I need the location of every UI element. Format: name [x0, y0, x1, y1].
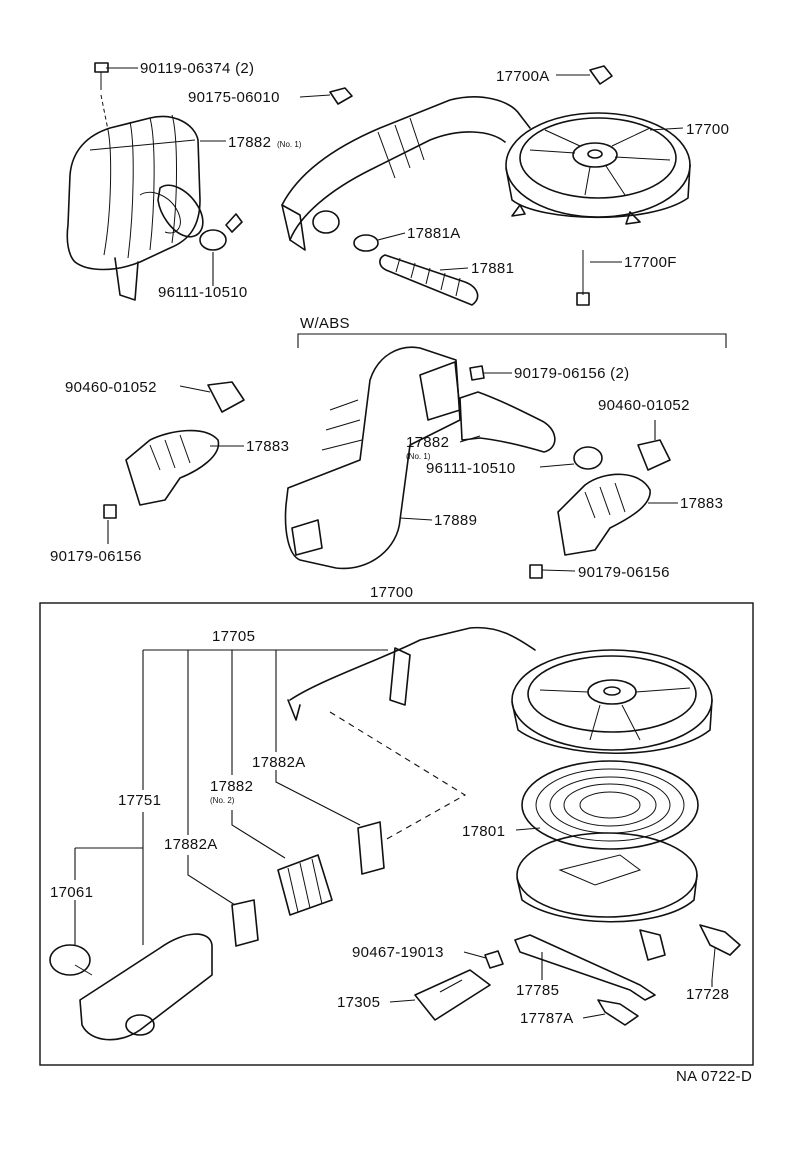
label-17882-no2: 17882 — [210, 778, 253, 795]
label-17881: 17881 — [471, 260, 514, 277]
label-17785: 17785 — [516, 982, 559, 999]
diagram-code: NA 0722-D — [676, 1068, 752, 1085]
resonator-drawing — [66, 114, 204, 301]
hose-17881 — [379, 254, 479, 306]
part-labels: 90119-06374 (2) 90175-06010 17882 (No. 1… — [50, 60, 752, 1085]
case-lower-drawing — [516, 832, 698, 961]
label-17882-abs: 17882 — [406, 434, 449, 451]
label-no1-top: (No. 1) — [277, 140, 302, 149]
bolt-90119 — [94, 62, 109, 131]
label-17751: 17751 — [118, 792, 161, 809]
label-90460-01052-left: 90460-01052 — [65, 379, 157, 396]
label-96111-10510-top: 96111-10510 — [158, 284, 248, 301]
abs-bracket — [297, 333, 727, 348]
clamp-17700A — [589, 65, 613, 85]
label-90460-01052-right: 90460-01052 — [598, 397, 690, 414]
label-17705: 17705 — [212, 628, 255, 645]
boot-17882-no2 — [277, 854, 333, 916]
label-90119-06374: 90119-06374 (2) — [140, 60, 254, 77]
assembly-box — [39, 602, 754, 1066]
label-17305: 17305 — [337, 994, 380, 1011]
label-90179-06156-x2: 90179-06156 (2) — [514, 365, 629, 382]
label-17787A: 17787A — [520, 1010, 574, 1027]
label-17882A-lower: 17882A — [164, 836, 218, 853]
clamp-96111-abs — [573, 446, 603, 470]
duct-17883-left — [103, 381, 245, 519]
label-90179-06156-left: 90179-06156 — [50, 548, 142, 565]
label-17700-top: 17700 — [686, 121, 729, 138]
hose-clamp-96111-top — [199, 213, 243, 251]
label-17728: 17728 — [686, 986, 729, 1003]
clip-90175 — [329, 87, 353, 105]
sensor-17305 — [414, 969, 491, 1021]
label-96111-10510-abs: 96111-10510 — [426, 460, 516, 477]
label-no1-abs: (No. 1) — [406, 452, 431, 461]
label-17801: 17801 — [462, 823, 505, 840]
label-17883-right: 17883 — [680, 495, 723, 512]
label-17700F: 17700F — [624, 254, 677, 271]
gasket-17882A-lower — [231, 899, 259, 947]
duct-17883-right — [529, 439, 671, 579]
inlet-duct-17889-drawing — [284, 346, 461, 570]
label-90175-06010: 90175-06010 — [188, 89, 280, 106]
dashed-assembly-line — [329, 711, 467, 841]
label-17882A-upper: 17882A — [252, 754, 306, 771]
filter-element-17801 — [521, 760, 699, 850]
label-17881A: 17881A — [407, 225, 461, 242]
hose-17882-abs — [459, 391, 556, 453]
label-17883-left: 17883 — [246, 438, 289, 455]
duct-17751 — [79, 933, 213, 1041]
clamp-17787A — [597, 999, 639, 1026]
label-17889: 17889 — [434, 512, 477, 529]
label-17700A: 17700A — [496, 68, 550, 85]
connector-90467 — [484, 950, 504, 969]
bolt-17700F — [576, 250, 590, 306]
label-17882-top: 17882 — [228, 134, 271, 151]
switch-17728 — [699, 924, 741, 981]
leader-lines — [74, 67, 713, 1019]
label-17061: 17061 — [50, 884, 93, 901]
valve-17061 — [49, 944, 93, 976]
label-90179-06156-right: 90179-06156 — [578, 564, 670, 581]
clamp-17881A — [353, 234, 379, 252]
nut-90179-abs — [469, 365, 485, 381]
label-90467-19013: 90467-19013 — [352, 944, 444, 961]
abs-label: W/ABS — [300, 315, 350, 332]
hose-17785 — [514, 934, 656, 1001]
box-label-17700: 17700 — [370, 584, 413, 601]
air-cleaner-drawing — [281, 96, 691, 251]
air-cleaner-cap-drawing — [287, 626, 713, 754]
gasket-17882A-upper — [357, 821, 385, 875]
label-no2: (No. 2) — [210, 796, 235, 805]
